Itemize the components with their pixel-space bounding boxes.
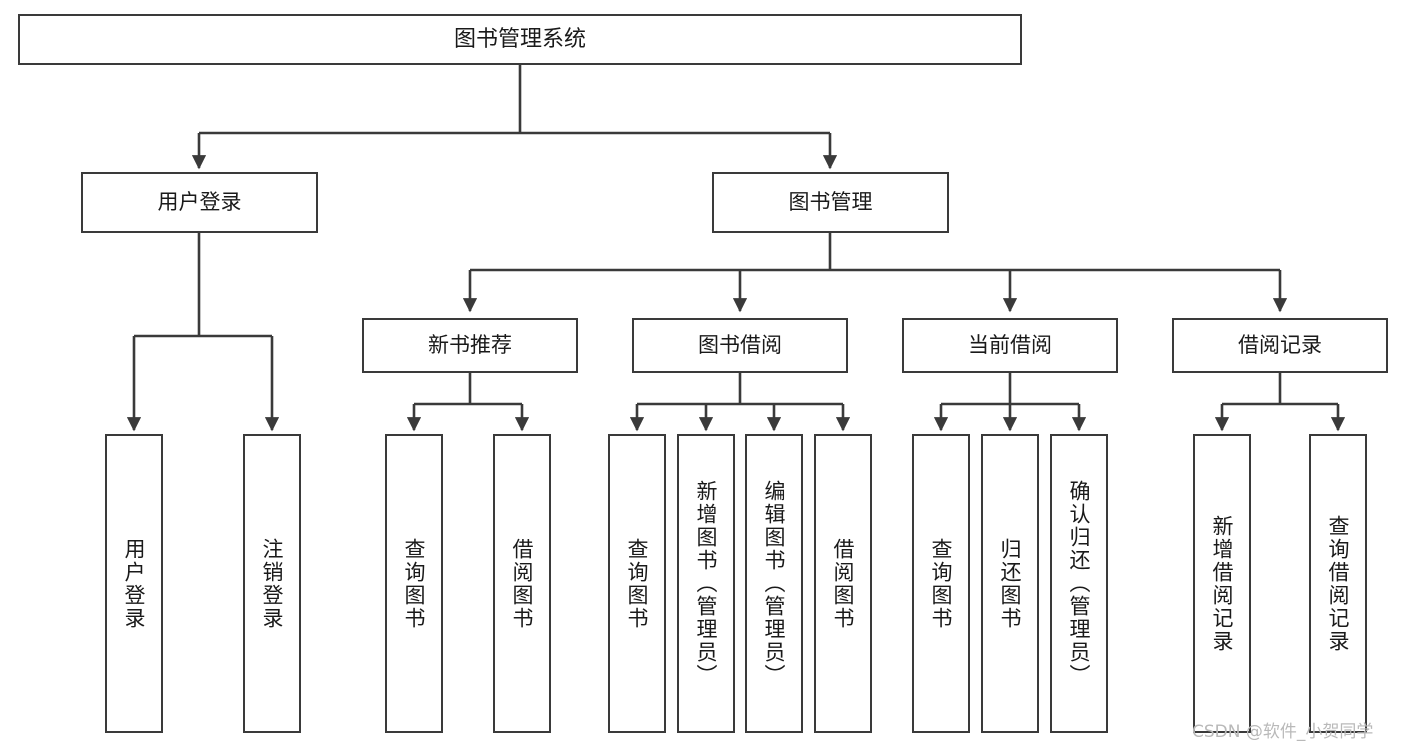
node-book-manage-label: 图书管理 [788, 190, 873, 215]
node-root-label: 图书管理系统 [453, 26, 586, 52]
node-leaf-borrow-book-2-label: 借阅图书 [831, 537, 856, 630]
node-leaf-query-book-1[interactable]: 查询图书 [385, 434, 443, 733]
node-leaf-query-record[interactable]: 查询借阅记录 [1309, 434, 1367, 733]
node-leaf-confirm-return[interactable]: 确认归还（管理员） [1050, 434, 1108, 733]
node-leaf-borrow-book-1[interactable]: 借阅图书 [493, 434, 551, 733]
node-leaf-query-book-3[interactable]: 查询图书 [912, 434, 970, 733]
node-leaf-query-book-1-label: 查询图书 [402, 537, 427, 630]
node-user-login-label: 用户登录 [157, 190, 242, 215]
csdn-watermark: CSDN @软件_小贺同学 [1192, 722, 1374, 742]
node-current-borrow-label: 当前借阅 [968, 333, 1052, 358]
node-new-book-recommend-label: 新书推荐 [428, 333, 512, 358]
node-leaf-return-book-label: 归还图书 [998, 537, 1023, 630]
node-leaf-borrow-book-1-label: 借阅图书 [510, 537, 535, 630]
node-book-borrow[interactable]: 图书借阅 [632, 318, 848, 373]
node-leaf-add-book[interactable]: 新增图书（管理员） [677, 434, 735, 733]
node-new-book-recommend[interactable]: 新书推荐 [362, 318, 578, 373]
node-leaf-query-book-2-label: 查询图书 [625, 537, 650, 630]
node-book-borrow-label: 图书借阅 [698, 333, 782, 358]
node-leaf-confirm-return-label: 确认归还（管理员） [1067, 480, 1092, 687]
node-leaf-user-logout-label: 注销登录 [260, 537, 285, 630]
node-leaf-query-book-2[interactable]: 查询图书 [608, 434, 666, 733]
node-leaf-user-login[interactable]: 用户登录 [105, 434, 163, 733]
node-leaf-user-logout[interactable]: 注销登录 [243, 434, 301, 733]
node-leaf-borrow-book-2[interactable]: 借阅图书 [814, 434, 872, 733]
node-borrow-record[interactable]: 借阅记录 [1172, 318, 1388, 373]
node-leaf-query-record-label: 查询借阅记录 [1326, 514, 1351, 653]
node-leaf-user-login-label: 用户登录 [122, 537, 147, 630]
node-leaf-query-book-3-label: 查询图书 [929, 537, 954, 630]
node-leaf-add-book-label: 新增图书（管理员） [694, 480, 719, 687]
node-leaf-return-book[interactable]: 归还图书 [981, 434, 1039, 733]
node-user-login[interactable]: 用户登录 [81, 172, 318, 233]
node-book-manage[interactable]: 图书管理 [712, 172, 949, 233]
node-leaf-edit-book-label: 编辑图书（管理员） [762, 480, 787, 687]
node-current-borrow[interactable]: 当前借阅 [902, 318, 1118, 373]
node-leaf-add-record-label: 新增借阅记录 [1210, 514, 1235, 653]
node-leaf-edit-book[interactable]: 编辑图书（管理员） [745, 434, 803, 733]
node-root[interactable]: 图书管理系统 [18, 14, 1022, 65]
node-leaf-add-record[interactable]: 新增借阅记录 [1193, 434, 1251, 733]
node-borrow-record-label: 借阅记录 [1238, 333, 1322, 358]
